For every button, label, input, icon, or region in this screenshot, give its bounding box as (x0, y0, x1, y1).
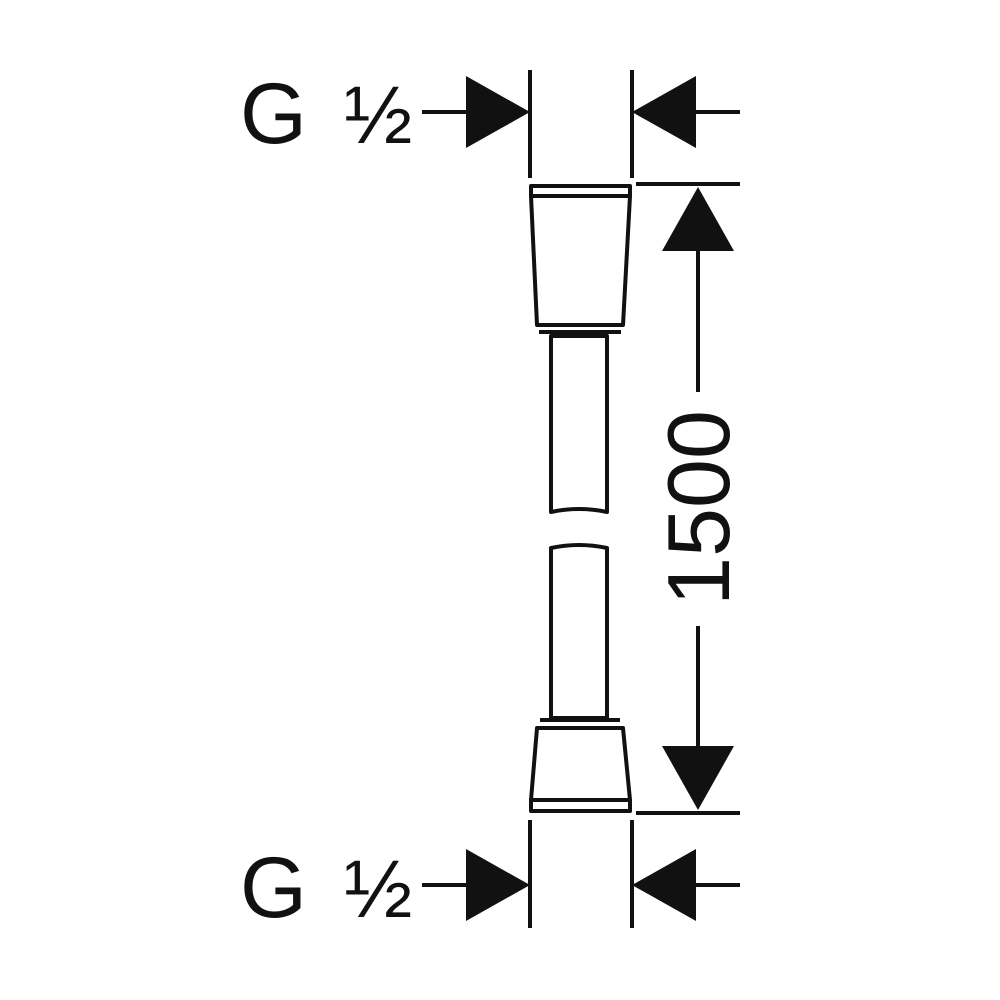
top-connector-nut (529, 184, 632, 334)
top-nut-outline (529, 184, 632, 327)
top-thread-letter: G (240, 66, 307, 162)
bottom-thread-size: ½ (344, 844, 412, 935)
top-thread-size: ½ (344, 70, 412, 161)
shower-hose (529, 184, 632, 813)
hose-length-label: 1500 (649, 410, 748, 606)
length-dimension (636, 182, 740, 815)
bottom-thread-label: G ½ (240, 840, 412, 936)
top-width-dimension (422, 70, 740, 178)
top-arrow-right (632, 76, 696, 148)
upper-hose-segment (549, 334, 609, 514)
length-arrow-top (662, 187, 734, 251)
top-thread-label: G ½ (240, 66, 412, 162)
length-arrow-bottom (662, 746, 734, 810)
bottom-arrow-right (632, 849, 696, 921)
lower-hose-segment (549, 543, 609, 720)
bottom-connector-nut (529, 718, 632, 813)
upper-hose-outline (549, 334, 609, 514)
top-arrow-left (466, 76, 530, 148)
bottom-thread-letter: G (240, 840, 307, 936)
bottom-arrow-left (466, 849, 530, 921)
lower-hose-outline (549, 543, 609, 720)
bottom-width-dimension (422, 820, 740, 928)
